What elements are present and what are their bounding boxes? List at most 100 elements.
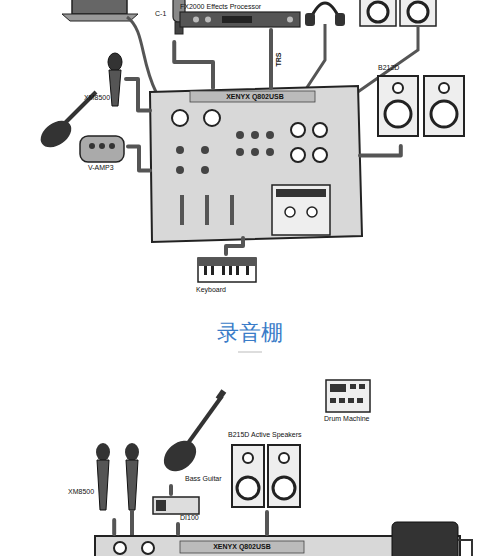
usb-cable <box>127 17 156 92</box>
cable-connector <box>126 79 150 111</box>
device-label: Bass Guitar <box>185 475 235 483</box>
mixer-knob <box>251 148 259 156</box>
speaker-woofer <box>273 477 295 499</box>
pa-speaker <box>378 76 418 136</box>
mixer-knob <box>266 131 274 139</box>
speaker-tweeter <box>243 453 253 463</box>
cable-connector <box>128 146 150 170</box>
device-node: XENYX Q802USB <box>150 88 360 238</box>
interface-port <box>285 207 295 217</box>
device-node: XM8500 <box>68 440 145 520</box>
studio-monitor <box>400 0 436 26</box>
mixer-knob <box>251 131 259 139</box>
device-node: Keyboard <box>194 254 258 296</box>
interface-band <box>276 189 326 197</box>
mic-handle <box>126 460 138 510</box>
cable-connector <box>169 486 173 494</box>
laptop-base <box>62 14 138 21</box>
monitor-woofer <box>368 2 388 22</box>
speaker-tweeter <box>393 83 403 93</box>
mixer-label-strip <box>190 91 315 102</box>
pa-speaker <box>424 76 464 136</box>
headphone-cup <box>305 13 315 26</box>
device-label: B212D <box>378 64 418 72</box>
mixer-label-strip <box>180 541 304 553</box>
device-node: Drum Machine <box>318 374 382 426</box>
section-heading: 录音棚 <box>0 318 500 348</box>
device-label: FX2000 Effects Processor <box>180 3 300 11</box>
di-panel <box>156 500 166 511</box>
amp-modeler <box>80 136 124 162</box>
fader <box>180 195 184 225</box>
device-label: Drum Machine <box>324 415 382 423</box>
jack-input <box>291 148 305 162</box>
fader <box>230 195 234 225</box>
rack-knob <box>205 17 211 23</box>
speaker-woofer <box>237 477 259 499</box>
device-node: XENYX Q802USB <box>92 534 464 556</box>
rack-knob <box>193 17 199 23</box>
cable-connector <box>112 520 116 534</box>
device-node: V-AMP3 <box>70 128 128 174</box>
drum-pad <box>357 398 363 403</box>
device-node: XM8500 <box>84 50 126 108</box>
drum-pad <box>339 398 345 403</box>
mixer-knob <box>236 148 244 156</box>
keyboard-body <box>198 258 256 282</box>
device-node: FX2000 Effects Processor <box>178 2 302 30</box>
bass-neck <box>186 396 222 446</box>
cable-connector <box>176 524 180 534</box>
bass-head <box>216 389 227 401</box>
device-node: DI100 <box>150 494 206 524</box>
device-label: XM8500 <box>84 94 110 102</box>
headphone-cup <box>335 13 345 26</box>
device-label: XENYX Q802USB <box>180 543 304 551</box>
xlr-input <box>142 542 154 554</box>
black-key <box>229 266 232 275</box>
device-label: Keyboard <box>196 286 256 294</box>
jack-input <box>291 123 305 137</box>
subwoofer <box>392 522 458 556</box>
amp-knob <box>109 143 115 149</box>
headphone-cable <box>304 24 325 92</box>
xlr-input <box>114 542 126 554</box>
drum-pad <box>359 384 365 389</box>
jack-input <box>313 148 327 162</box>
device-node: B212D <box>372 62 468 146</box>
pa-speaker <box>232 445 264 507</box>
black-key <box>211 266 214 275</box>
black-key <box>204 266 207 275</box>
effects-rack <box>180 12 300 27</box>
rack-knob <box>287 17 293 23</box>
power-cable <box>458 540 472 556</box>
cable-label: TRS <box>275 51 282 67</box>
drum-pad <box>330 398 336 403</box>
mixer-knob <box>176 146 184 154</box>
device-label: B215D Active Speakers <box>228 431 308 439</box>
device-label: XENYX Q802USB <box>202 93 308 101</box>
mic-head <box>96 443 110 461</box>
drum-screen <box>330 384 346 392</box>
di-box <box>153 497 199 514</box>
cable-connector <box>226 238 243 254</box>
keyboard-panel <box>198 258 256 266</box>
black-key <box>236 266 239 275</box>
drum-pad <box>350 384 356 389</box>
xlr-input <box>204 110 220 126</box>
cable-connector <box>174 42 213 88</box>
mixer-knob <box>176 166 184 174</box>
mic-head <box>125 443 139 461</box>
xlr-input <box>172 110 188 126</box>
cable-connector <box>265 512 269 534</box>
jack-input <box>313 123 327 137</box>
studio-monitor <box>360 0 396 26</box>
device-label: V-AMP3 <box>88 164 128 172</box>
bass-body <box>158 434 202 477</box>
amp-knob <box>89 143 95 149</box>
pa-speaker <box>268 445 300 507</box>
black-key <box>246 266 249 275</box>
laptop-screen <box>72 0 127 14</box>
interface-port <box>307 207 317 217</box>
